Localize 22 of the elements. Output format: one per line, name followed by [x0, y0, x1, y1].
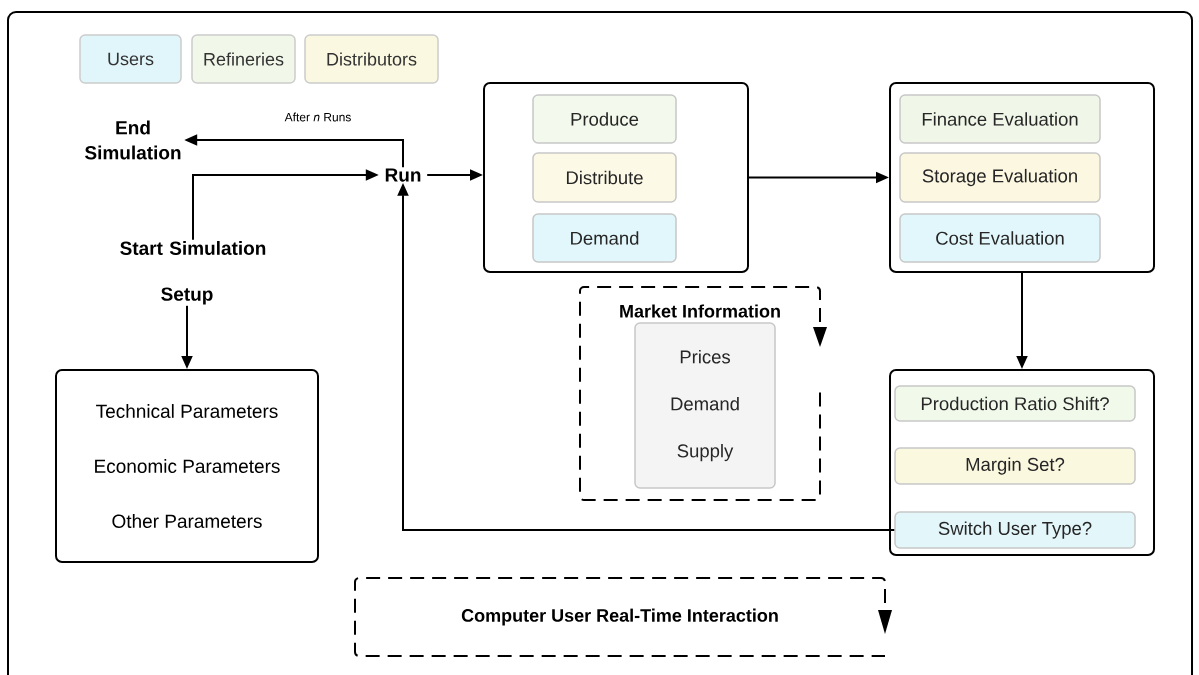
process-item: Distribute: [532, 152, 677, 203]
step-label: Start Simulation: [120, 241, 266, 255]
parameter-box: Technical Parameters Economic Parameters Other Parameters: [55, 369, 319, 563]
step-label: Setup: [161, 287, 213, 305]
evaluation-item: Finance Evaluation: [899, 94, 1101, 144]
step-label: End Simulation: [85, 120, 181, 160]
legend-box: Distributors: [304, 34, 439, 84]
node-label: Computer User Real-Time Interaction: [461, 608, 778, 626]
process-item: Produce: [532, 94, 677, 144]
dashed-frame: Computer User Real-Time Interaction: [354, 577, 892, 657]
step-label: Run: [385, 168, 421, 182]
edge-label: After n Runs: [284, 112, 351, 122]
decision-item: Production Ratio Shift?: [894, 385, 1136, 422]
legend-box: Users: [79, 34, 182, 84]
decision-item: Switch User Type?: [894, 511, 1136, 549]
process-item: Demand: [532, 213, 677, 263]
evaluation-item: Cost Evaluation: [899, 213, 1101, 263]
decision-item: Margin Set?: [894, 447, 1136, 485]
node-label: Market Information: [620, 304, 780, 318]
evaluation-item: Storage Evaluation: [899, 152, 1101, 203]
info-box: Prices Demand Supply: [634, 322, 776, 489]
legend-box: Refineries: [191, 34, 296, 84]
